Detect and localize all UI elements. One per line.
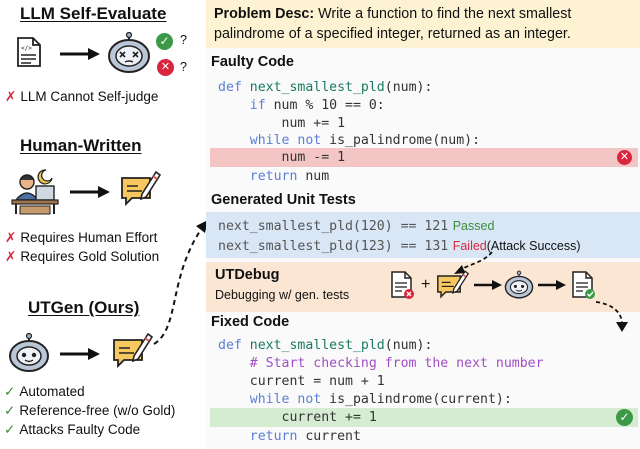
utdebug-title: UTDebug — [215, 267, 280, 283]
human-coder-icon — [11, 169, 59, 215]
fixed-code-title: Fixed Code — [211, 314, 290, 330]
fixed-code-line-3: current = num + 1 — [218, 374, 385, 389]
llm-con-line: ✗LLM Cannot Self-judge — [5, 89, 158, 105]
fixed-code-line-6: return current — [218, 429, 361, 444]
utdebug-subtitle: Debugging w/ gen. tests — [215, 288, 350, 302]
utgen-pro-3-text: Attacks Faulty Code — [19, 422, 141, 437]
llm-self-evaluate-title: LLM Self-Evaluate — [20, 4, 167, 23]
arrow-right-icon — [70, 186, 110, 198]
unit-test-2-note: (Attack Success) — [486, 239, 581, 253]
utgen-pro-2-text: Reference-free (w/o Gold) — [19, 403, 176, 418]
problem-label: Problem Desc: — [214, 6, 315, 22]
faulty-code-line-2: if num % 10 == 0: — [218, 98, 385, 113]
chat-pen-icon — [113, 332, 154, 369]
unit-test-2-status: Failed — [452, 239, 487, 253]
human-con-1-text: Requires Human Effort — [20, 230, 158, 245]
check-mark: ✓ — [4, 403, 16, 418]
cross-circle-icon: ✕ — [157, 59, 174, 76]
problem-line-1: Problem Desc: Write a function to find t… — [214, 5, 571, 24]
human-con-2: ✗Requires Gold Solution — [5, 249, 159, 265]
human-con-1: ✗Requires Human Effort — [5, 230, 157, 246]
code-file-icon — [572, 271, 595, 299]
fixed-line-highlight — [210, 408, 638, 427]
human-written-title: Human-Written — [20, 136, 142, 155]
utgen-pro-1: ✓Automated — [4, 384, 85, 400]
unit-tests-box — [206, 212, 640, 258]
plus-sign: + — [421, 276, 431, 293]
robot-icon — [504, 270, 534, 299]
check-mark: ✓ — [4, 384, 16, 399]
cross-circle-icon: ✕ — [617, 150, 632, 165]
unit-test-1-status: Passed — [452, 219, 495, 233]
dashed-arrow-icon — [454, 251, 493, 274]
problem-text-1: Write a function to find the next smalle… — [314, 6, 572, 22]
cross-mark: ✗ — [5, 249, 17, 264]
arrow-right-icon — [60, 48, 100, 60]
fixed-code-line-4: while not is_palindrome(current): — [218, 392, 512, 407]
faulty-code-line-4: while not is_palindrome(num): — [218, 133, 481, 148]
utdebug-box — [206, 262, 640, 312]
problem-line-2: palindrome of a specified integer, retur… — [214, 26, 571, 42]
chat-pen-icon — [121, 170, 162, 207]
arrow-right-icon — [474, 280, 502, 290]
llm-question-1: ? — [180, 33, 187, 47]
llm-con-text: LLM Cannot Self-judge — [20, 89, 159, 104]
faulty-code-title: Faulty Code — [211, 54, 294, 70]
fixed-code-line-5: current += 1 — [218, 410, 377, 425]
arrow-right-icon — [538, 280, 566, 290]
check-circle-icon: ✓ — [616, 409, 633, 426]
dashed-arrow-icon — [153, 220, 208, 345]
arrow-right-icon — [60, 348, 100, 360]
cross-mark: ✗ — [5, 230, 17, 245]
faulty-line-highlight — [210, 148, 638, 167]
check-mark: ✓ — [4, 422, 16, 437]
llm-question-2: ? — [180, 60, 187, 74]
faulty-code-line-3: num += 1 — [218, 116, 346, 131]
problem-description-box — [206, 0, 640, 48]
unit-test-2: next_smallest_pld(123) == 131 Failed(Att… — [218, 237, 581, 255]
fixed-code-line-1: def next_smallest_pld(num): — [218, 338, 433, 353]
unit-tests-title: Generated Unit Tests — [211, 192, 356, 208]
faulty-code-line-1: def next_smallest_pld(num): — [218, 80, 433, 95]
robot-icon — [108, 32, 150, 73]
utgen-pro-2: ✓Reference-free (w/o Gold) — [4, 403, 175, 419]
dashed-arrow-icon — [595, 301, 628, 332]
chat-pen-icon — [437, 270, 470, 299]
code-file-icon — [391, 271, 414, 299]
utgen-title: UTGen (Ours) — [28, 298, 140, 317]
check-circle-icon: ✓ — [156, 33, 173, 50]
faulty-code-line-6: return num — [218, 169, 330, 184]
fixed-code-line-2: # Start checking from the next number — [218, 356, 544, 371]
robot-icon — [9, 333, 49, 372]
unit-test-1: next_smallest_pld(120) == 121 Passed — [218, 217, 494, 235]
utgen-pro-1-text: Automated — [19, 384, 85, 399]
code-file-icon: </> — [17, 37, 41, 67]
human-con-2-text: Requires Gold Solution — [20, 249, 160, 264]
faulty-code-line-5: num -= 1 — [218, 150, 346, 165]
cross-mark: ✗ — [5, 89, 17, 104]
unit-test-1-code: next_smallest_pld(120) == 121 — [218, 219, 449, 234]
svg-text:</>: </> — [21, 45, 32, 52]
unit-test-2-code: next_smallest_pld(123) == 131 — [218, 239, 449, 254]
utgen-pro-3: ✓Attacks Faulty Code — [4, 422, 140, 438]
